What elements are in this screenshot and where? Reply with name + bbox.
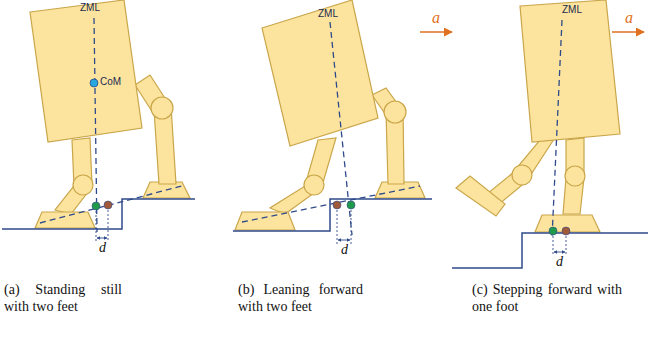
subfigure-caption: (c) Stepping forward with one foot <box>472 282 622 316</box>
subfigure-caption: (b) Leaning forward with two feet <box>238 282 363 316</box>
line-label: ZML <box>562 4 582 16</box>
line-label: ZML <box>318 8 338 20</box>
dimension-label: d <box>99 240 106 257</box>
dimension-label: d <box>341 242 348 259</box>
subfigure-caption: (a) Standing still with two feet <box>4 282 122 316</box>
dimension-label: d <box>556 254 563 271</box>
acceleration-label: a <box>625 8 633 27</box>
point-label: CoM <box>100 76 121 88</box>
acceleration-label: a <box>432 8 440 27</box>
line-label: ZML <box>80 2 100 14</box>
